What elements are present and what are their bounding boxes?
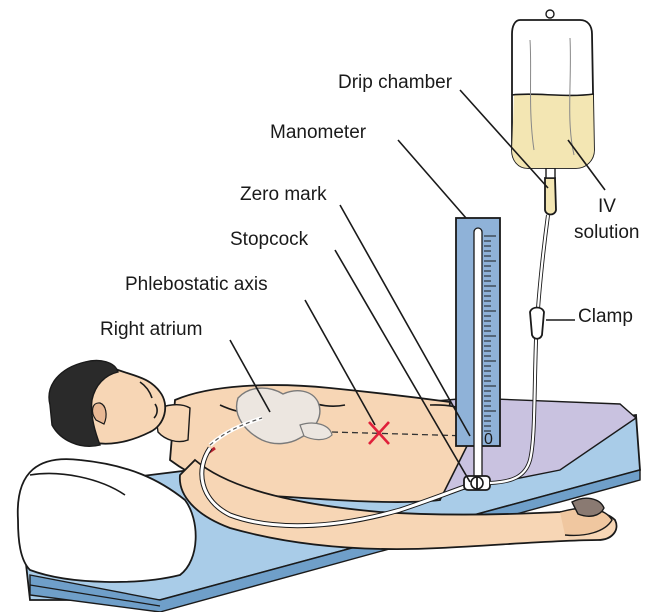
label-iv-line1: IV	[598, 196, 616, 217]
drip-chamber-icon	[545, 168, 556, 215]
label-drip-chamber: Drip chamber	[338, 72, 453, 93]
iv-bag-icon	[512, 10, 594, 168]
label-manometer: Manometer	[270, 122, 367, 143]
label-stopcock: Stopcock	[230, 229, 309, 250]
clamp-icon	[530, 308, 544, 339]
label-iv-line2: solution	[574, 222, 640, 243]
label-clamp: Clamp	[578, 306, 633, 327]
label-right-atrium: Right atrium	[100, 319, 202, 340]
zero-scale-label: 0	[484, 431, 493, 448]
label-phlebostatic-axis: Phlebostatic axis	[125, 274, 268, 295]
manometer-icon: 0	[456, 218, 500, 483]
leader-manometer	[398, 140, 466, 218]
label-zero-mark: Zero mark	[240, 184, 327, 205]
